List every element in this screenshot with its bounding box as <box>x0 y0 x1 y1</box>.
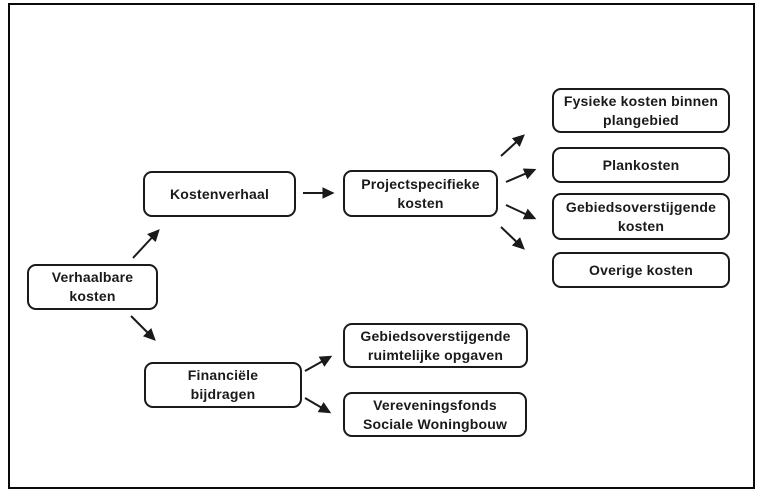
node-gebiedsoverstijgende-kosten-label: Gebiedsoverstijgende kosten <box>565 198 717 234</box>
node-plankosten-label: Plankosten <box>602 156 680 173</box>
node-projectspecifieke-kosten: Projectspecifieke kosten <box>343 170 498 217</box>
node-fysieke-kosten-label: Fysieke kosten binnen plangebied <box>563 92 719 128</box>
node-overige-kosten-label: Overige kosten <box>589 261 693 278</box>
node-fysieke-kosten-binnen-plangebied: Fysieke kosten binnen plangebied <box>552 88 730 133</box>
node-overige-kosten: Overige kosten <box>552 252 730 288</box>
node-gebiedsoverstijgende-kosten: Gebiedsoverstijgende kosten <box>552 193 730 240</box>
node-ruimtelijke-opgaven-label: Gebiedsoverstijgende ruimtelijke opgaven <box>360 327 511 363</box>
diagram-border-frame <box>8 3 755 489</box>
node-gebiedsoverstijgende-ruimtelijke-opgaven: Gebiedsoverstijgende ruimtelijke opgaven <box>343 323 528 368</box>
node-verhaalbare-kosten-label: Verhaalbare kosten <box>51 269 134 304</box>
node-plankosten: Plankosten <box>552 147 730 183</box>
node-financiele-bijdragen: Financiële bijdragen <box>144 362 302 408</box>
node-kostenverhaal: Kostenverhaal <box>143 171 296 217</box>
node-kostenverhaal-label: Kostenverhaal <box>169 185 270 202</box>
node-verhaalbare-kosten: Verhaalbare kosten <box>27 264 158 310</box>
node-vereveningsfonds-sociale-woningbouw: Vereveningsfonds Sociale Woningbouw <box>343 392 527 437</box>
node-financiele-bijdragen-label: Financiële bijdragen <box>187 367 259 402</box>
node-vereveningsfonds-label: Vereveningsfonds Sociale Woningbouw <box>362 396 508 432</box>
node-projectspecifieke-kosten-label: Projectspecifieke kosten <box>361 175 480 211</box>
